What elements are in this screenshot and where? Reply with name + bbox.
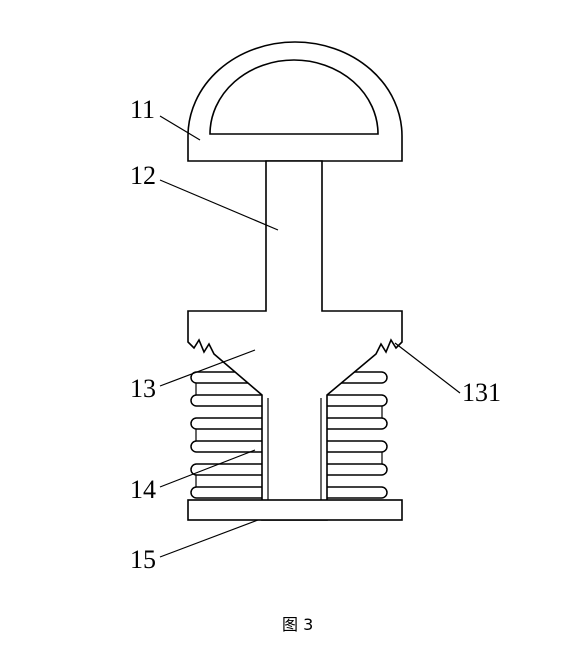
leader-line-131 [394,342,461,394]
label-wedge-block: 13 [130,374,156,403]
label-cap: 11 [130,95,155,124]
label-base: 15 [130,545,156,574]
dome-cap [187,41,403,162]
dome-cap-window [209,59,379,135]
base-plate [187,499,403,521]
label-barb: 131 [462,378,501,407]
leader-line-11 [159,115,201,141]
label-spring: 14 [130,475,156,504]
leader-lines [159,115,461,558]
figure-caption: 图 3 [282,615,313,634]
leader-line-14 [159,449,256,488]
leader-line-15 [159,519,259,558]
label-stem: 12 [130,161,156,190]
leader-line-12 [159,179,279,231]
inner-rod [267,398,322,500]
leader-line-13 [159,349,256,387]
